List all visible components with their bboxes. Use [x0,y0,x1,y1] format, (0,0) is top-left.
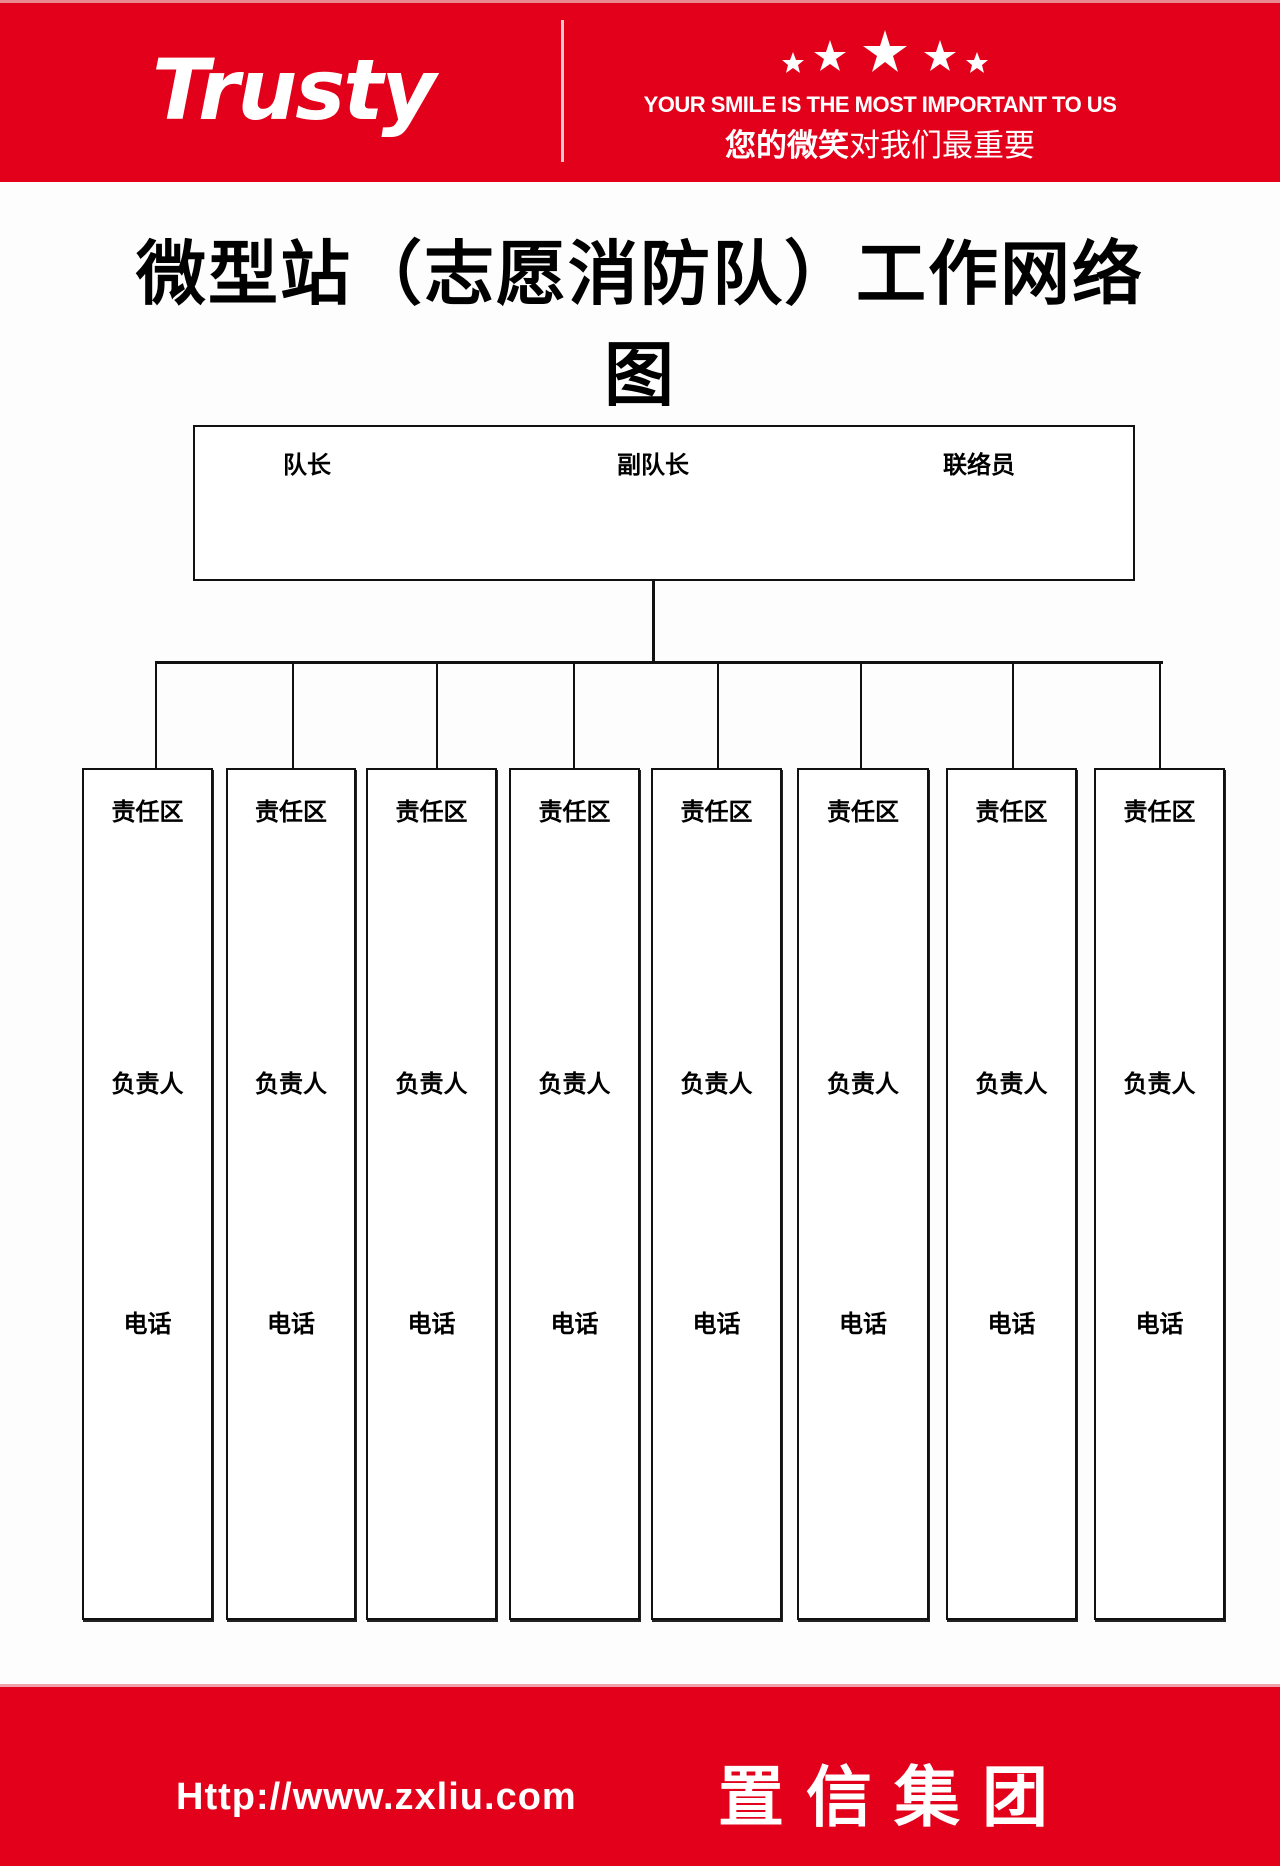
phone-label: 电话 [692,1310,741,1338]
zone-box-1: 责任区 负责人 电话 [82,768,213,1620]
zone-box-4: 责任区 负责人 电话 [509,768,640,1620]
person-label: 负责人 [111,1070,184,1098]
person-label: 负责人 [827,1070,899,1098]
connector-drop [1012,662,1014,768]
zone-label: 责任区 [975,798,1048,826]
phone-label: 电话 [839,1310,887,1338]
zone-label: 责任区 [538,798,611,826]
zone-label: 责任区 [827,798,899,826]
phone-label: 电话 [267,1310,315,1338]
zone-label: 责任区 [395,798,468,826]
zone-box-2: 责任区 负责人 电话 [226,768,356,1620]
zone-box-8: 责任区 负责人 电话 [1094,768,1225,1620]
connector-drop [436,662,438,768]
page-title: 微型站（志愿消防队）工作网络图 [136,232,1144,416]
person-label: 负责人 [538,1070,611,1098]
slogan-chinese-rest: 对我们最重要 [849,128,1035,164]
person-label: 负责人 [395,1070,468,1098]
phone-label: 电话 [987,1310,1036,1338]
zone-label: 责任区 [1123,798,1196,826]
slogan-chinese-bold: 您的微笑 [725,128,849,164]
connector-horizontal [155,661,1163,664]
role-liaison: 联络员 [943,451,1015,479]
zone-box-7: 责任区 负责人 电话 [946,768,1077,1620]
zone-label: 责任区 [111,798,184,826]
footer-banner: Http://www.zxliu.com 置信集团 [0,1684,1280,1866]
zone-box-3: 责任区 负责人 电话 [366,768,497,1620]
connector-drop [292,662,294,768]
slogan-chinese: 您的微笑对我们最重要 [620,120,1140,165]
header-top-line [0,0,1280,3]
zone-label: 责任区 [255,798,327,826]
connector-drop [860,662,862,768]
connector-drop [717,662,719,768]
company-name: 置信集团 [718,1759,1070,1836]
header-banner: Trusty YOUR SMILE IS THE MOST IMPORTANT … [0,0,1280,182]
trusty-logo: Trusty [152,41,436,139]
connector-drop [155,662,157,768]
connector-stem [652,579,655,663]
person-label: 负责人 [255,1070,327,1098]
role-vice-captain: 副队长 [617,451,689,479]
phone-label: 电话 [1135,1310,1184,1338]
zone-box-6: 责任区 负责人 电话 [797,768,929,1620]
connector-drop [1159,662,1161,768]
phone-label: 电话 [123,1310,172,1338]
person-label: 负责人 [1123,1070,1196,1098]
zone-box-5: 责任区 负责人 电话 [651,768,782,1620]
role-captain: 队长 [283,451,331,479]
person-label: 负责人 [975,1070,1048,1098]
leadership-box: 队长 副队长 联络员 [193,425,1135,581]
slogan-english: YOUR SMILE IS THE MOST IMPORTANT TO US [643,92,1117,117]
person-label: 负责人 [680,1070,753,1098]
phone-label: 电话 [407,1310,456,1338]
phone-label: 电话 [550,1310,599,1338]
header-divider [561,20,564,162]
zone-label: 责任区 [680,798,753,826]
connector-drop [573,662,575,768]
five-stars-icon [782,30,988,73]
footer-url: Http://www.zxliu.com [176,1776,577,1818]
footer-top-line [0,1684,1280,1687]
